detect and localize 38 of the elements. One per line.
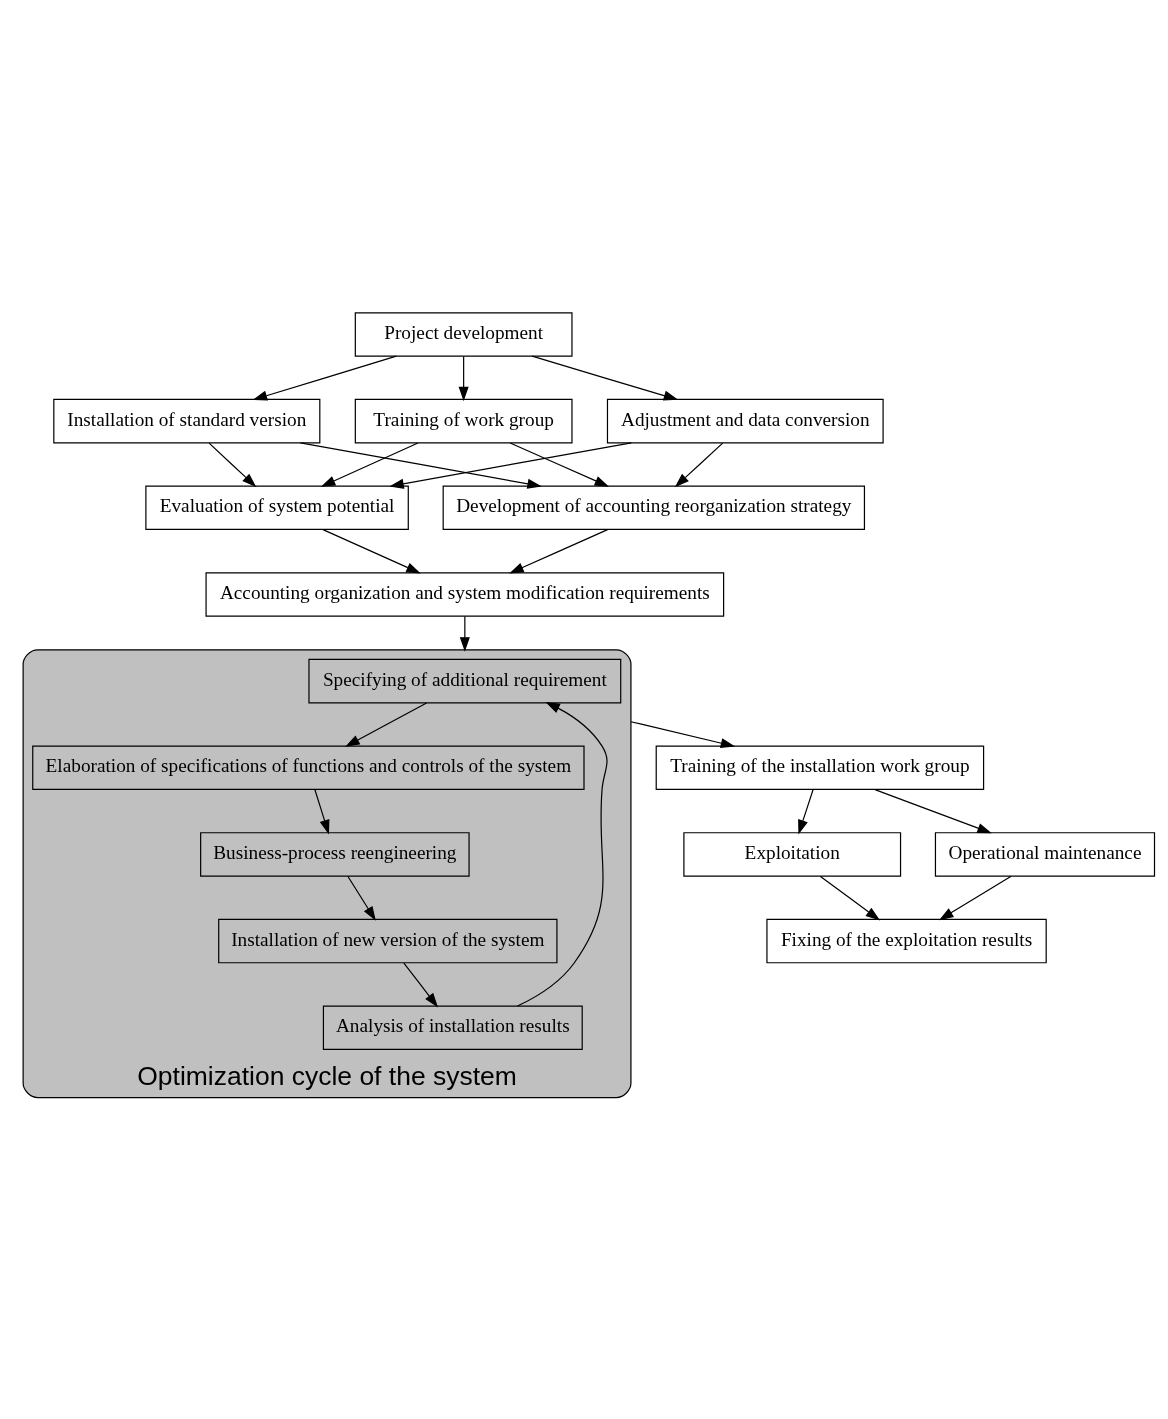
arrow — [252, 355, 397, 400]
arrow — [819, 875, 881, 920]
node-box: Development of accounting reorganization strategy — [442, 485, 866, 530]
node-box: Elaboration of specifications of functions and controls of the system — [32, 745, 585, 790]
arrow — [345, 701, 428, 747]
node-box: Evaluation of system potential — [145, 485, 409, 530]
arrow — [516, 701, 608, 1007]
arrow — [939, 875, 1012, 920]
arrow — [874, 788, 992, 833]
arrow — [299, 441, 542, 489]
node-box: Exploitation — [683, 831, 902, 877]
node-box: Adjustment and data conversion — [606, 398, 884, 443]
node-box: Business-process reengineering — [200, 831, 470, 877]
arrow — [531, 355, 679, 401]
arrow — [403, 962, 439, 1007]
node-box: Installation of new version of the system — [218, 918, 558, 963]
node-box: Training of the installation work group — [655, 745, 985, 790]
arrow — [458, 355, 469, 401]
arrow — [320, 441, 419, 487]
node-box: Installation of standard version — [53, 398, 321, 443]
arrow — [322, 528, 421, 573]
arrow — [347, 875, 376, 921]
arrow — [509, 441, 610, 487]
arrow — [798, 788, 814, 834]
node-box: Accounting organization and system modification requirements — [205, 571, 725, 617]
arrow — [389, 441, 632, 489]
arrow — [314, 788, 330, 834]
arrow — [674, 442, 724, 487]
arrow — [630, 720, 736, 748]
node-box: Analysis of installation results — [322, 1005, 583, 1050]
arrow — [208, 442, 257, 487]
node-box: Project development — [354, 311, 573, 357]
arrow — [459, 615, 470, 652]
node-box: Fixing of the exploitation results — [766, 918, 1047, 963]
arrow — [509, 528, 609, 573]
node-box: Training of work group — [354, 398, 573, 443]
node-box: Operational maintenance — [934, 831, 1156, 877]
node-box: Specifying of additional requirement — [308, 658, 622, 703]
